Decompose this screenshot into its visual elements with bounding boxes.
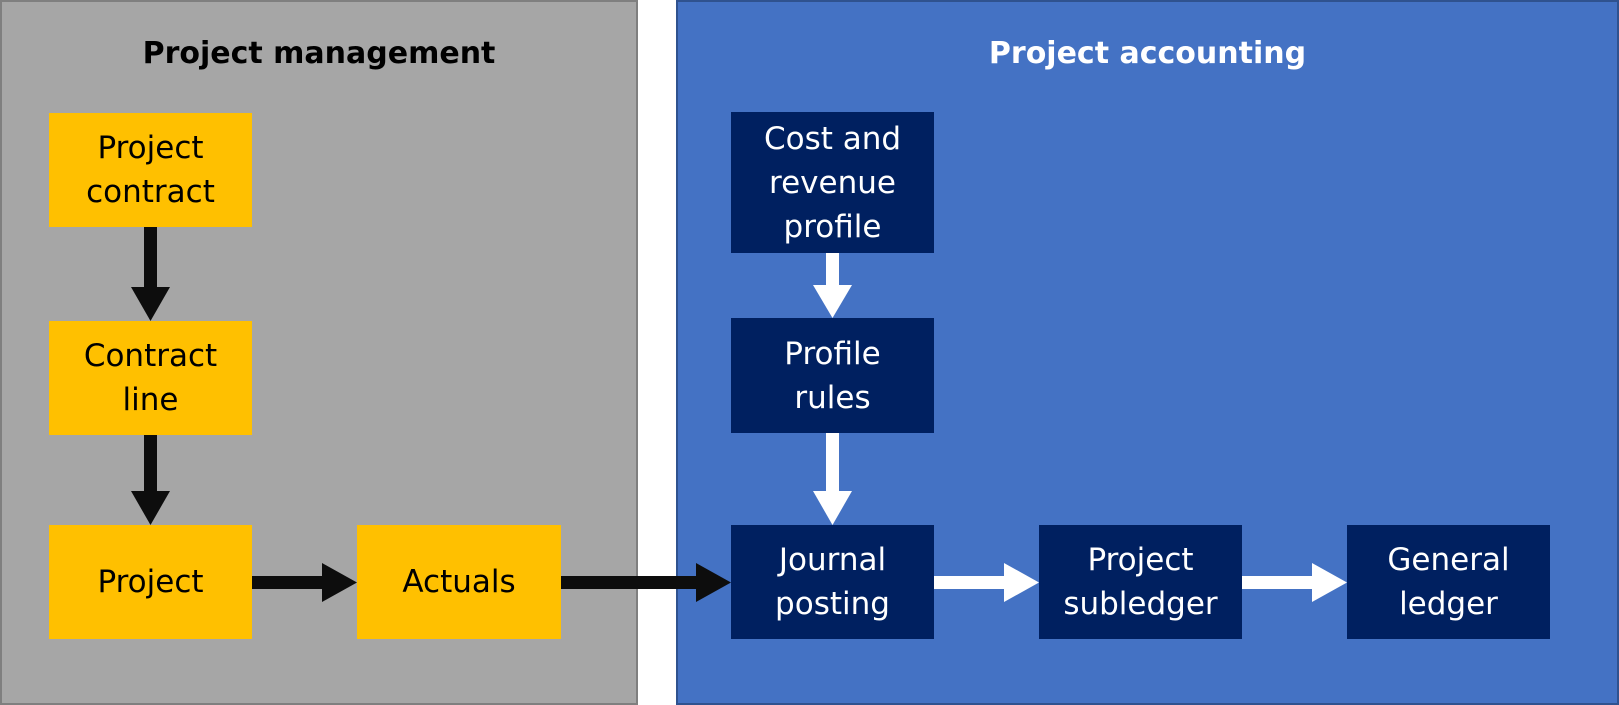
node-project-contract-label: Project contract [86, 130, 215, 210]
project-accounting-title: Project accounting [988, 36, 1307, 71]
node-cost-revenue-profile-label: Cost and revenue profile [763, 120, 902, 245]
node-contract-line: Contract line [49, 321, 252, 435]
node-actuals-label: Actuals [402, 564, 516, 600]
node-cost-revenue-profile: Cost and revenue profile [731, 112, 934, 253]
node-profile-rules: Profile rules [731, 318, 934, 433]
node-actuals: Actuals [357, 525, 561, 639]
node-general-ledger-label: General ledger [1387, 542, 1510, 622]
node-project-subledger: Project subledger [1039, 525, 1242, 639]
node-journal-posting: Journal posting [731, 525, 934, 639]
node-project-subledger-label: Project subledger [1063, 542, 1218, 622]
node-project: Project [49, 525, 252, 639]
node-project-contract: Project contract [49, 113, 252, 227]
node-contract-line-label: Contract line [83, 338, 218, 418]
node-general-ledger: General ledger [1347, 525, 1550, 639]
node-journal-posting-label: Journal posting [775, 542, 890, 622]
node-profile-rules-label: Profile rules [784, 335, 881, 416]
project-management-title: Project management [142, 36, 496, 71]
node-project-label: Project [97, 564, 204, 600]
